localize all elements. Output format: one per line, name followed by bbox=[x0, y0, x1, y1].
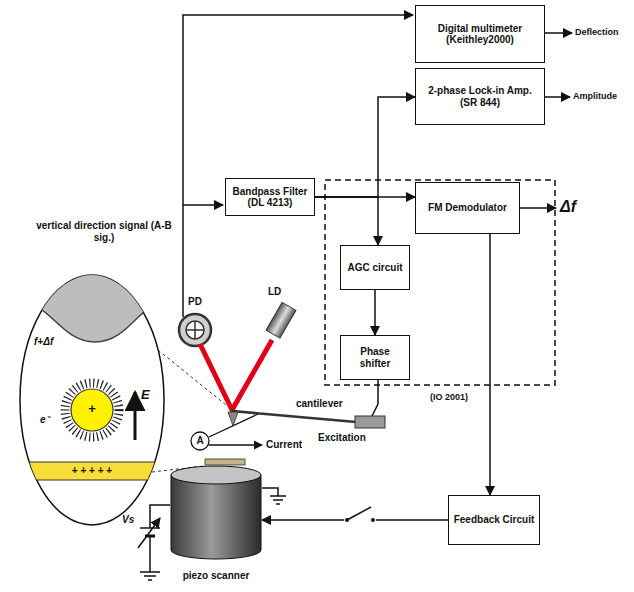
feedback-switch bbox=[344, 507, 376, 526]
board-label: (IO 2001) bbox=[430, 392, 468, 402]
box-label: AGC circuit bbox=[344, 262, 405, 274]
charge-sign: + + + + + bbox=[52, 465, 132, 477]
instrument-box: 2-phase Lock-in Amp. (SR 844) bbox=[415, 68, 545, 125]
signal-wires bbox=[183, 15, 413, 317]
circuit-box: Phase shifter bbox=[340, 335, 410, 380]
bias-source bbox=[138, 505, 170, 580]
zoom-ellipse bbox=[71, 389, 113, 431]
part-name: LD bbox=[268, 286, 281, 298]
ammeter bbox=[209, 414, 258, 437]
signal-arrow bbox=[315, 97, 415, 197]
box-label: Feedback Circuit bbox=[451, 514, 538, 526]
ground-symbol bbox=[262, 488, 286, 504]
photodiode bbox=[186, 321, 204, 339]
output-label: Amplitude bbox=[573, 91, 617, 101]
signal-arrow bbox=[374, 290, 376, 335]
ammeter bbox=[191, 414, 262, 450]
bias-source bbox=[149, 536, 151, 572]
bias-source bbox=[150, 505, 170, 528]
feedback-switch bbox=[347, 507, 371, 520]
photodiode bbox=[186, 321, 204, 339]
bias-source bbox=[140, 572, 160, 580]
box-label: Digital multimeter (Keithley2000) bbox=[416, 23, 544, 46]
signal-name: Excitation bbox=[318, 432, 366, 444]
circuit-box: Feedback Circuit bbox=[448, 495, 540, 545]
signal-wires bbox=[183, 15, 572, 416]
box-label: Bandpass Filter (DL 4213) bbox=[226, 186, 314, 209]
io-board-outline bbox=[325, 180, 555, 385]
ammeter bbox=[209, 444, 262, 445]
signal-wires bbox=[545, 96, 570, 98]
demodulator-box: FM Demodulator bbox=[415, 182, 520, 234]
zoom-leader bbox=[152, 350, 226, 472]
filter-box: Bandpass Filter (DL 4213) bbox=[225, 178, 315, 216]
circuit-box: AGC circuit bbox=[340, 245, 410, 290]
bias-source bbox=[138, 518, 160, 548]
zoom-ellipse bbox=[65, 383, 119, 437]
photodiode bbox=[179, 314, 211, 346]
zoom-ellipse bbox=[15, 270, 170, 342]
ground-symbol bbox=[262, 488, 286, 504]
signal-name: Current bbox=[266, 439, 302, 451]
cantilever-probe bbox=[205, 459, 245, 465]
box-label: FM Demodulator bbox=[425, 202, 510, 214]
voltage-label: Vs bbox=[122, 514, 134, 526]
photodiode bbox=[179, 314, 211, 346]
signal-name: vertical direction signal (A-B sig.) bbox=[30, 220, 178, 243]
output-label: Δf bbox=[560, 198, 576, 216]
zoom-ellipse bbox=[15, 270, 170, 525]
bias-source bbox=[140, 527, 160, 529]
zoom-ellipse bbox=[134, 392, 137, 440]
meter-symbol: A bbox=[195, 435, 205, 447]
cylinder-shape bbox=[170, 465, 262, 560]
part-name: cantilever bbox=[296, 398, 343, 410]
signal-arrow bbox=[489, 234, 491, 495]
part-name: PD bbox=[188, 296, 202, 308]
box-label: piezo scanner bbox=[180, 570, 253, 582]
instrument-box: Digital multimeter (Keithley2000) bbox=[415, 5, 545, 63]
zoom-ellipse bbox=[15, 270, 170, 480]
signal-wires bbox=[545, 32, 572, 34]
signal-wires bbox=[183, 204, 223, 206]
field-label: E bbox=[141, 388, 150, 403]
charge-label: e⁻ bbox=[40, 414, 49, 426]
piezo-scanner: piezo scanner bbox=[170, 465, 262, 589]
laser-beam bbox=[200, 340, 272, 410]
cylinder-shape bbox=[171, 466, 261, 484]
zoom-ellipse bbox=[15, 462, 170, 480]
frequency-label: f+Δf bbox=[34, 336, 53, 348]
cantilever-probe bbox=[205, 411, 385, 465]
feedback-switch bbox=[371, 518, 375, 522]
laser-diode bbox=[266, 302, 296, 338]
signal-wires bbox=[520, 207, 556, 209]
cylinder-shape bbox=[171, 475, 261, 559]
cantilever-probe bbox=[232, 411, 356, 422]
ammeter bbox=[191, 432, 209, 450]
charge-sign: + bbox=[86, 402, 98, 417]
box-label: 2-phase Lock-in Amp. (SR 844) bbox=[416, 85, 544, 108]
output-label: Deflection bbox=[575, 27, 619, 37]
laser-diode bbox=[266, 302, 296, 338]
cantilever-probe bbox=[355, 416, 385, 428]
box-label: Phase shifter bbox=[341, 346, 409, 369]
